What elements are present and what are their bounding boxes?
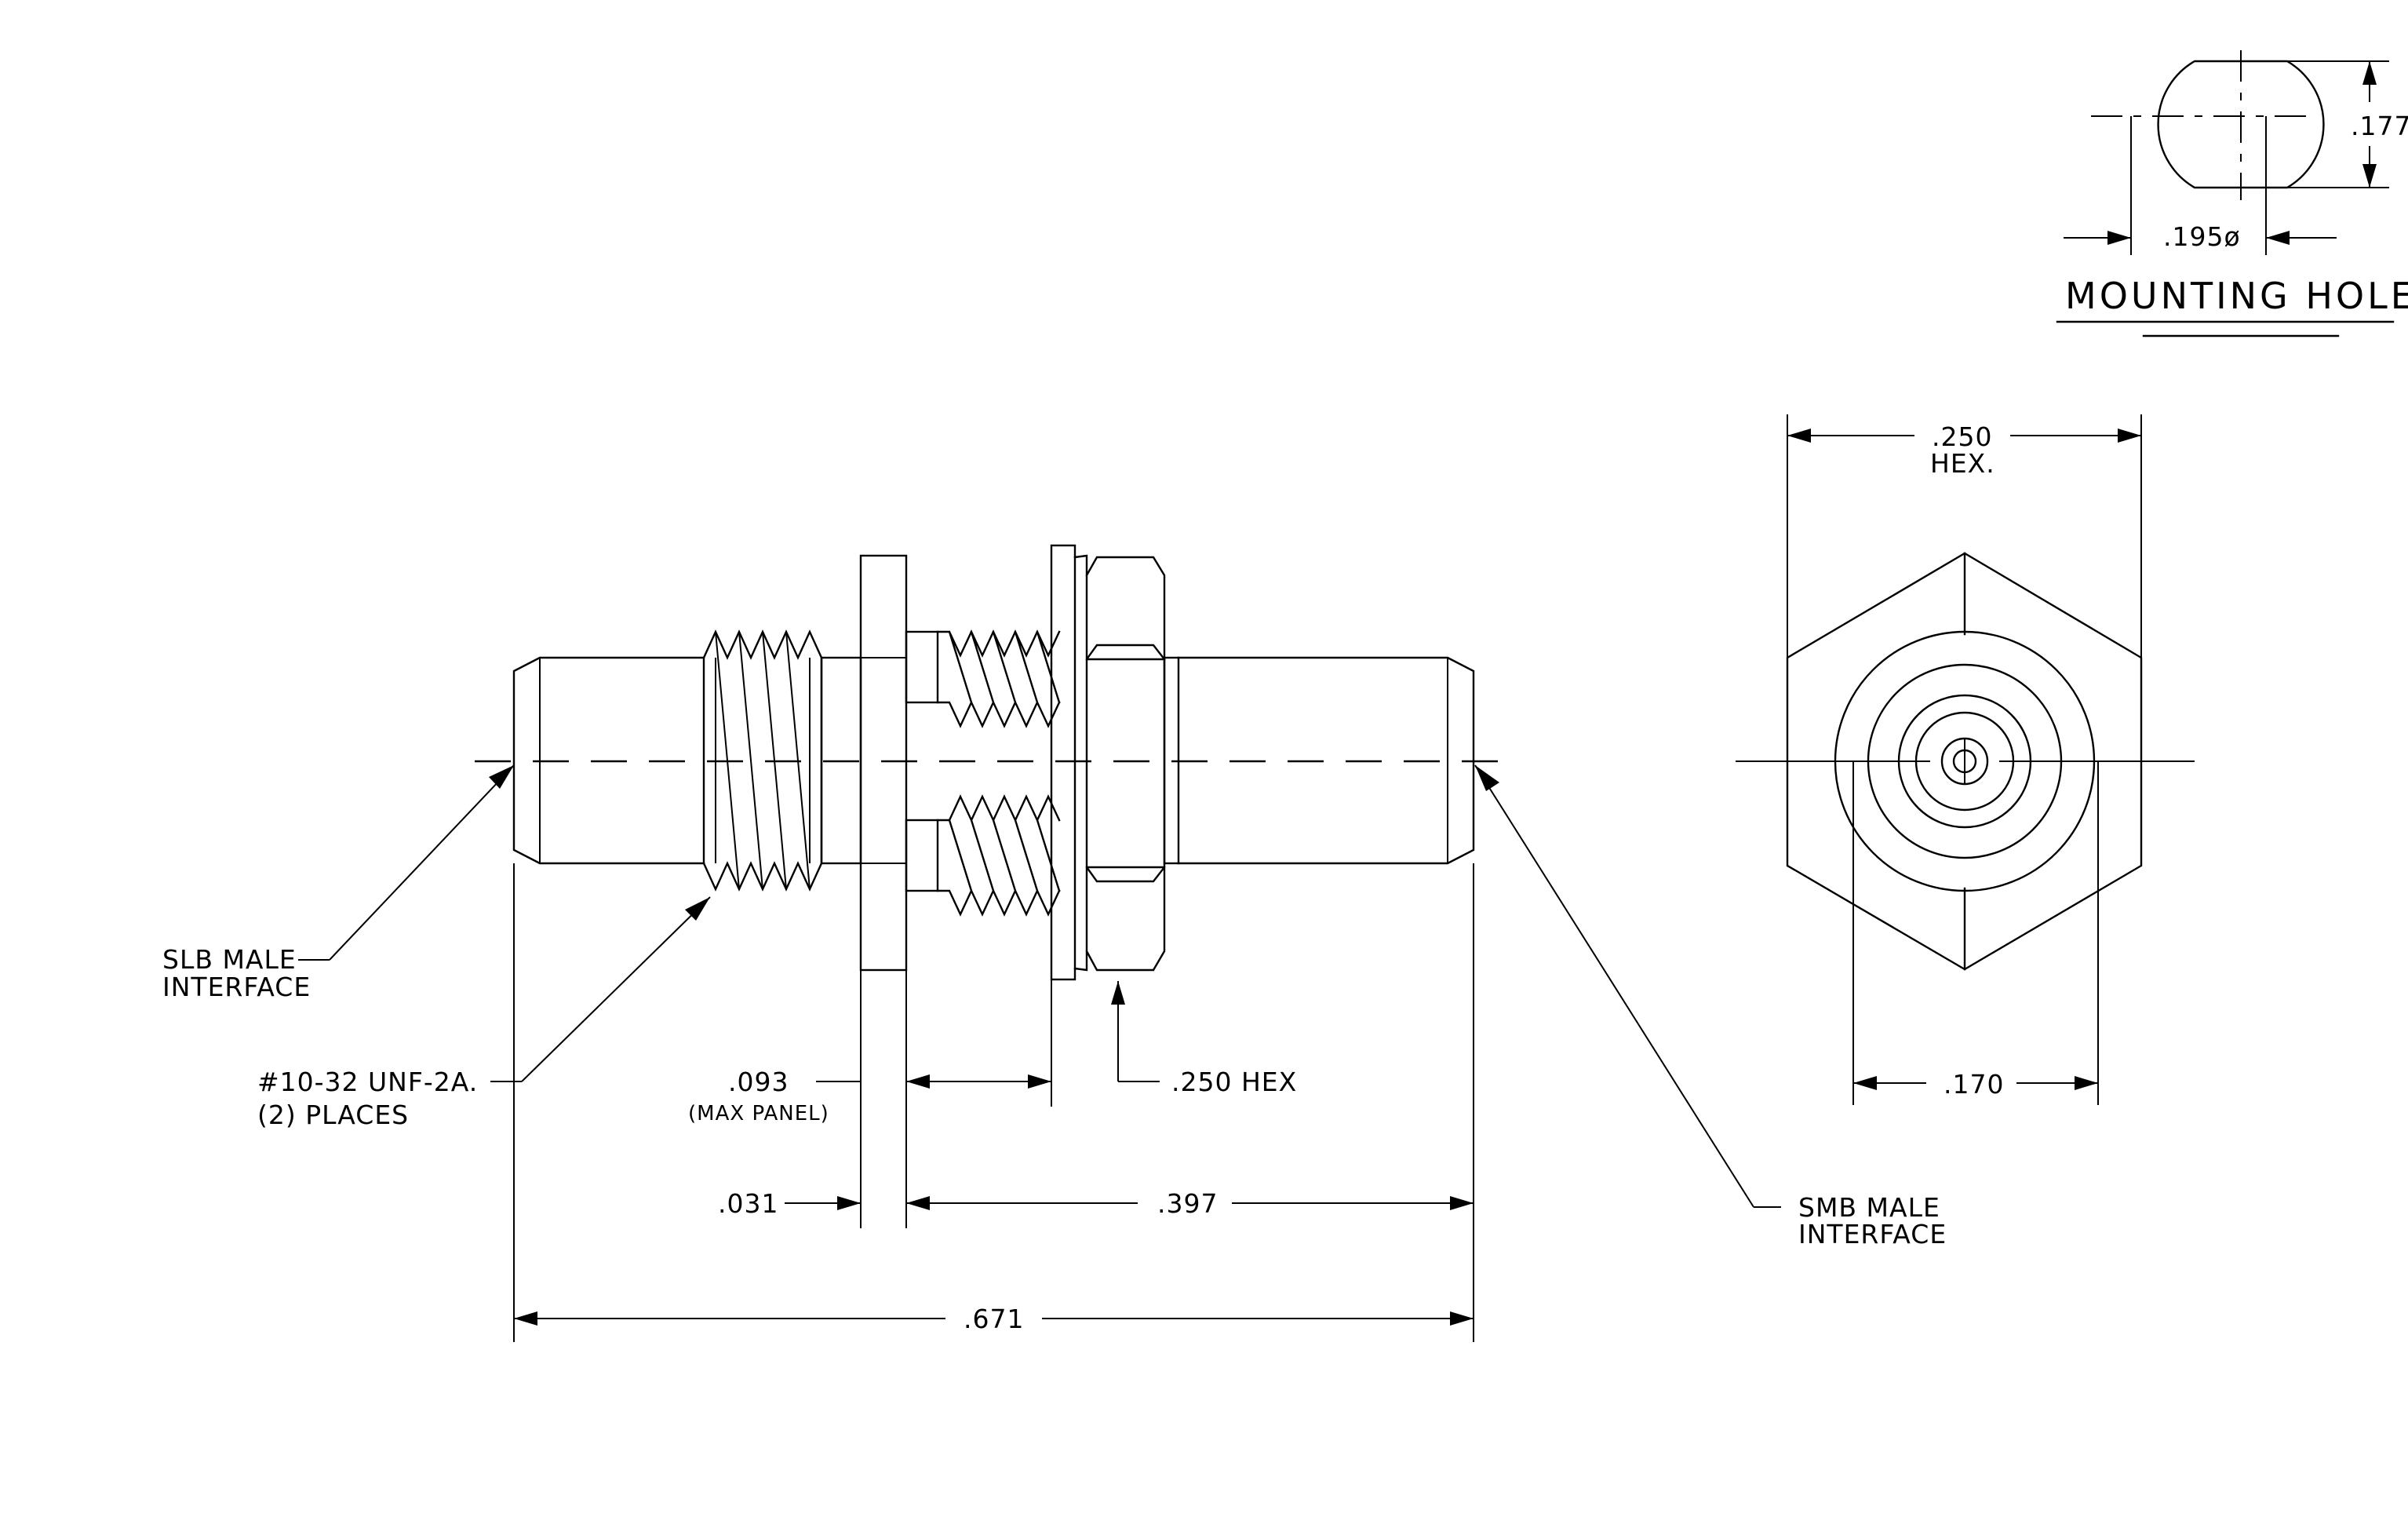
arrowhead — [2266, 231, 2290, 245]
arrowhead — [489, 765, 514, 789]
smb-leader — [1474, 764, 1754, 1208]
slb-leader — [329, 764, 515, 961]
arrowhead — [2075, 1076, 2098, 1090]
panel — [1050, 544, 1076, 981]
dim-hex-label: .250 HEX — [1171, 1067, 1297, 1097]
arrowhead — [1787, 429, 1811, 443]
dim-093-label: .093 — [728, 1067, 789, 1097]
arrowhead — [1853, 1076, 1877, 1090]
arrowhead — [1475, 765, 1499, 791]
hole-height-label: .177 — [2351, 111, 2408, 141]
arrowhead — [1028, 1074, 1051, 1089]
arrowhead — [2107, 231, 2131, 245]
hex-dim-sublabel: HEX. — [1930, 448, 1995, 479]
dim-031-label: .031 — [718, 1188, 778, 1219]
end-view: .250 HEX. .170 — [1736, 414, 2195, 1105]
thread-callout-line1: #10-32 UNF-2A. — [257, 1067, 478, 1097]
mounting-hole-title: MOUNTING HOLE — [2065, 275, 2408, 317]
hex-dim-label: .250 — [1932, 421, 1992, 452]
lock-washer — [859, 554, 908, 972]
arrowhead — [906, 1074, 930, 1089]
dim-671-label: .671 — [964, 1304, 1024, 1334]
arrowhead — [906, 1196, 930, 1210]
thread-callout-line2: (2) PLACES — [257, 1100, 409, 1130]
dim-093-note: (MAX PANEL) — [688, 1102, 829, 1125]
slb-body — [512, 656, 705, 865]
side-view: SLB MALE INTERFACE #10-32 UNF-2A. (2) PL… — [162, 544, 1947, 1342]
arrowhead — [514, 1311, 537, 1326]
arrowhead — [1450, 1196, 1474, 1210]
upper-thread-teeth — [936, 629, 1061, 728]
slb-callout-line1: SLB MALE — [162, 944, 297, 975]
hex-nut — [1073, 554, 1166, 972]
lower-thread-teeth — [936, 794, 1061, 917]
smb-callout-line2: INTERFACE — [1798, 1219, 1947, 1249]
upper-thread-stub — [905, 630, 939, 704]
dim-397-label: .397 — [1157, 1188, 1218, 1219]
arrowhead — [1111, 981, 1125, 1005]
mounting-hole-view: .177 .195ø MOUNTING HOLE — [2056, 50, 2408, 337]
arrowhead — [1450, 1311, 1474, 1326]
arrowhead — [2118, 429, 2141, 443]
arrowhead — [2362, 164, 2377, 188]
lower-thread-stub — [905, 819, 939, 892]
slb-callout-line2: INTERFACE — [162, 972, 311, 1002]
dim-170-label: .170 — [1944, 1069, 2004, 1100]
smb-callout-line1: SMB MALE — [1798, 1192, 1940, 1223]
arrowhead — [685, 897, 710, 921]
arrowhead — [837, 1196, 861, 1210]
hole-diameter-label: .195ø — [2163, 221, 2241, 252]
arrowhead — [2362, 61, 2377, 85]
thread-leader — [521, 896, 711, 1082]
